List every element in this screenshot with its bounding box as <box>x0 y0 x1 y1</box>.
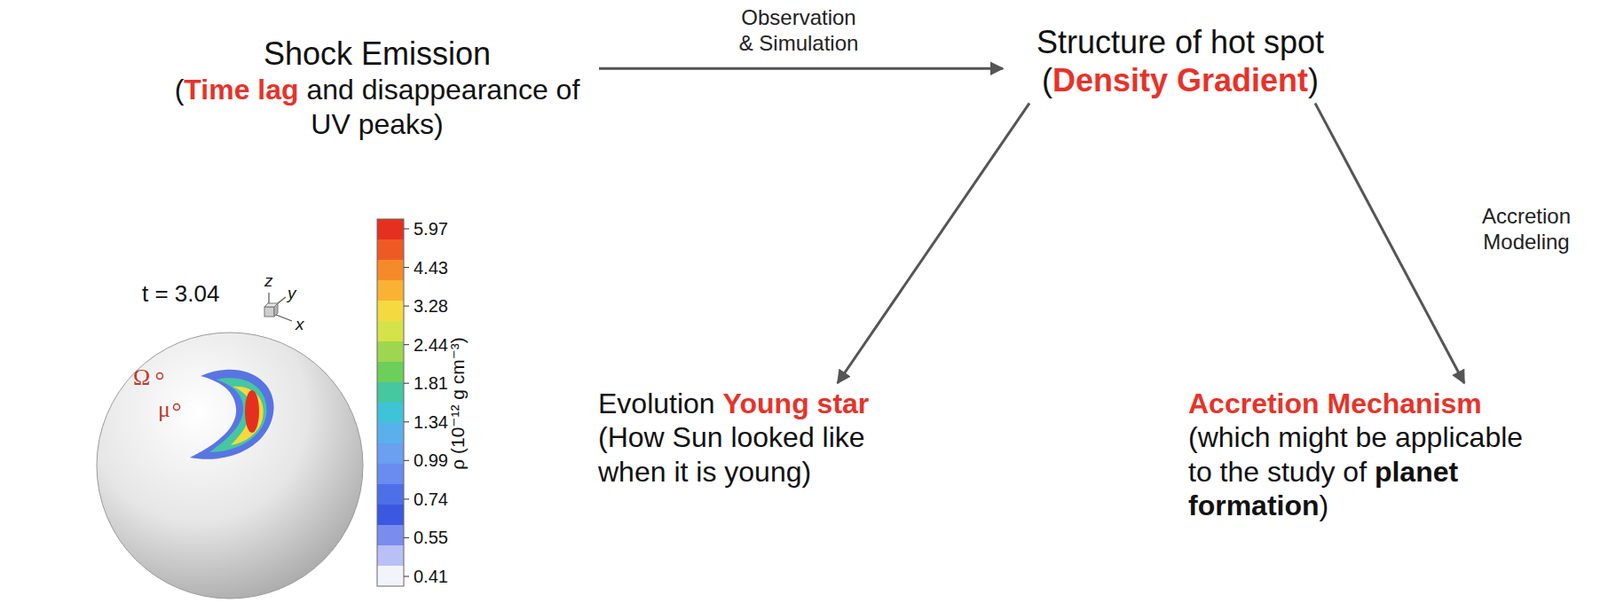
colour-band <box>377 525 404 546</box>
text-run: ) <box>1319 489 1330 522</box>
arrow-connector <box>1315 102 1465 384</box>
colour-band <box>377 443 404 465</box>
colour-band <box>377 402 404 424</box>
tick-label: 0.74 <box>413 488 449 511</box>
colour-band <box>377 300 404 322</box>
text-run: Young star <box>723 387 870 420</box>
result-box: Structure of hot spot(Density Gradient) <box>1002 19 1358 103</box>
magnetic-axis-marker <box>173 404 181 411</box>
axes-cube <box>264 307 275 317</box>
colour-bar-frame <box>377 219 404 587</box>
node-heading: Structure of hot spot <box>1006 23 1355 62</box>
tick-label: 1.81 <box>413 372 449 395</box>
colour-band <box>377 321 404 342</box>
colour-band <box>377 484 404 505</box>
tick-mark <box>403 228 410 230</box>
node-body: (Time lag and disappearance of UV peaks) <box>158 72 596 142</box>
text-run: Structure of hot spot <box>1036 23 1325 61</box>
outcome-box: Evolution Young star(How Sun looked like… <box>594 383 888 493</box>
hot-spot-middle <box>209 378 267 453</box>
node-body: (which might be applicable to the study … <box>1188 420 1554 523</box>
outcome-box: Accretion Mechanism(which might be appli… <box>1184 383 1558 528</box>
text-run: (How Sun looked like when it is young) <box>598 421 866 488</box>
axes-cube-side <box>274 303 278 317</box>
colour-band <box>377 280 404 301</box>
tick-label: 2.44 <box>413 334 449 356</box>
tick-mark <box>403 498 410 500</box>
axis-title: ρ (10⁻¹² g cm⁻³) <box>446 337 469 471</box>
colour-band <box>377 566 404 587</box>
tick-label: 4.43 <box>413 257 449 279</box>
tick-mark <box>403 421 410 423</box>
figure-label: t = 3.04 <box>141 280 220 308</box>
figure-label: Ω <box>133 363 150 392</box>
colour-band <box>377 423 404 444</box>
edge-label: Observation & Simulation <box>732 3 866 59</box>
tick-label: 5.97 <box>413 218 449 240</box>
tick-mark <box>403 267 410 268</box>
text-run: Accretion Mechanism <box>1188 387 1482 420</box>
y-axis <box>277 297 286 304</box>
rotation-axis-marker <box>157 373 164 380</box>
hot-spot-core <box>244 390 260 434</box>
colour-band <box>377 260 404 281</box>
node-heading: Accretion Mechanism <box>1188 386 1554 421</box>
text-run: ( <box>174 73 185 106</box>
tick-label: 3.28 <box>413 295 449 317</box>
colour-band <box>377 382 404 403</box>
tick-mark <box>403 576 410 578</box>
node-heading: Evolution Young star <box>598 386 884 421</box>
colour-band <box>377 504 404 526</box>
tick-label: 0.41 <box>413 566 449 588</box>
text-run: and disappearance of UV peaks) <box>299 73 581 140</box>
tick-mark <box>403 537 410 539</box>
text-run: Time lag <box>183 73 299 106</box>
tick-mark <box>403 383 410 385</box>
node-body: (Density Gradient) <box>1006 61 1355 100</box>
edge-label: Accretion Modeling <box>1473 202 1580 258</box>
figure-label: y <box>287 283 297 305</box>
z-axis <box>267 292 269 304</box>
figure-label: x <box>295 315 305 336</box>
hot-spot-outer <box>189 370 275 460</box>
colour-band <box>377 219 404 240</box>
tick-label: 1.34 <box>413 411 449 434</box>
text-run: Evolution <box>598 387 724 420</box>
tick-mark <box>403 306 410 308</box>
process-box: Shock Emission(Time lag and disappearanc… <box>155 31 600 145</box>
colour-band <box>377 239 404 261</box>
text-run: ) <box>1308 62 1319 99</box>
hot-spot-inner <box>230 386 264 446</box>
tick-mark <box>403 344 410 346</box>
colour-band <box>377 341 404 363</box>
colour-band <box>377 464 404 485</box>
colour-band <box>377 545 404 567</box>
tick-label: 0.99 <box>413 449 449 472</box>
star-sphere <box>96 332 363 600</box>
node-heading: Shock Emission <box>158 34 596 73</box>
text-run: (which might be applicable to the study … <box>1188 421 1523 488</box>
colour-bar <box>377 219 410 587</box>
figure-label: z <box>264 271 274 292</box>
tick-mark <box>403 460 410 462</box>
text-run: Density Gradient <box>1052 62 1309 99</box>
arrow-connector <box>837 102 1030 384</box>
text-run: Shock Emission <box>263 35 491 72</box>
x-axis <box>275 315 292 322</box>
figure-label: μ <box>157 395 171 424</box>
tick-label: 0.55 <box>413 527 449 549</box>
colour-band <box>377 362 404 383</box>
text-run: ( <box>1041 62 1053 99</box>
arrow-connector <box>599 67 1003 71</box>
node-body: (How Sun looked like when it is young) <box>598 420 884 489</box>
